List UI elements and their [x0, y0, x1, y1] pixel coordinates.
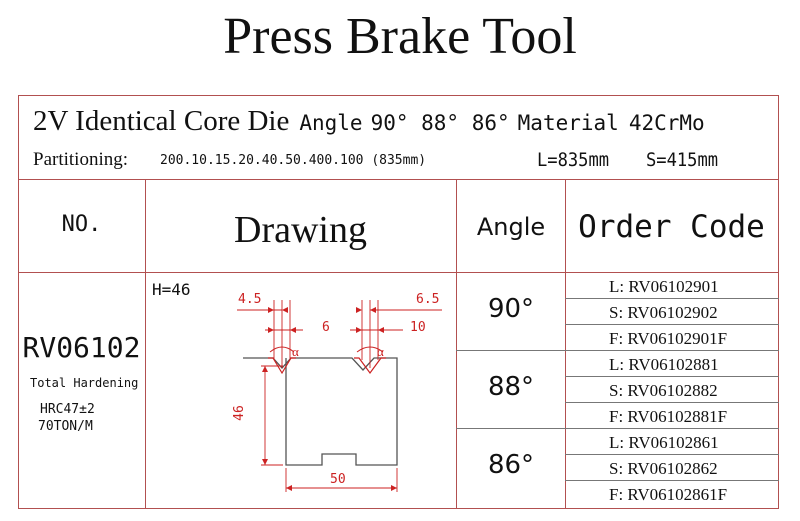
subtitle-material-label: Material [517, 111, 619, 135]
order-code: S: RV06102902 [609, 303, 718, 322]
hardening-label: Total Hardening [30, 376, 139, 390]
dim-height: 46 [231, 405, 247, 421]
product-code: RV06102 [22, 331, 141, 364]
alpha-left: α [292, 344, 299, 359]
header-row-divider [18, 179, 779, 180]
subtitle-angles: 90° 88° 86° [370, 111, 510, 135]
table-left-border [18, 95, 19, 508]
page-title: Press Brake Tool [223, 8, 577, 65]
code-divider [565, 298, 779, 299]
subtitle-line: 2V Identical Core Die Angle 90° 88° 86° … [33, 103, 705, 144]
subtitle-material: 42CrMo [628, 111, 705, 135]
dim-left-groove: 6 [322, 320, 330, 335]
height-label: H=46 [152, 280, 191, 299]
subtitle-main: 2V Identical Core Die [33, 105, 290, 137]
order-code: S: RV06102882 [609, 381, 718, 400]
code-divider [565, 376, 779, 377]
header-order-code: Order Code [578, 209, 765, 245]
code-divider [565, 324, 779, 325]
header-drawing: Drawing [234, 209, 367, 251]
angle-88: 88° [487, 372, 535, 402]
hrc-value: HRC47±2 [40, 402, 95, 417]
code-divider [565, 454, 779, 455]
length-l-value: L=835mm [537, 149, 610, 171]
angle-group-divider-1 [456, 350, 566, 351]
code-divider [565, 480, 779, 481]
col-divider-angle [565, 179, 566, 508]
die-body-outline [243, 357, 398, 466]
alpha-right: α [377, 344, 384, 359]
order-code: L: RV06102861 [609, 433, 719, 452]
table-top-border [18, 95, 779, 96]
dim-right-groove: 10 [410, 320, 426, 335]
right-v-groove [354, 357, 386, 375]
order-code: L: RV06102881 [609, 355, 719, 374]
code-divider [565, 350, 779, 351]
code-divider [565, 428, 779, 429]
partitioning-label: Partitioning: [33, 149, 128, 170]
die-drawing [237, 300, 442, 492]
dim-width: 50 [330, 472, 346, 487]
col-divider-drawing [456, 179, 457, 508]
code-divider [565, 402, 779, 403]
dim-right-top: 6.5 [416, 292, 440, 307]
table-bottom-border [18, 508, 779, 509]
dimension-arrows [262, 307, 397, 491]
subtitle-angle-label: Angle [299, 111, 363, 135]
tonnage-value: 70TON/M [38, 419, 93, 434]
header-angle: Angle [476, 213, 546, 241]
body-row-divider [18, 272, 779, 273]
left-v-groove [268, 357, 296, 375]
order-code: F: RV06102881F [609, 407, 728, 426]
length-s-value: S=415mm [646, 149, 719, 171]
table-right-border [778, 95, 779, 508]
order-code: F: RV06102861F [609, 485, 728, 504]
angle-group-divider-2 [456, 428, 566, 429]
order-code: L: RV06102901 [609, 277, 719, 296]
col-divider-no [145, 179, 146, 508]
angle-90: 90° [487, 294, 535, 324]
partitioning-value: 200.10.15.20.40.50.400.100 (835mm) [160, 153, 427, 168]
order-code: F: RV06102901F [609, 329, 728, 348]
header-no: NO. [61, 212, 102, 237]
angle-86: 86° [487, 450, 535, 480]
dim-left-top: 4.5 [238, 292, 262, 307]
order-code: S: RV06102862 [609, 459, 718, 478]
